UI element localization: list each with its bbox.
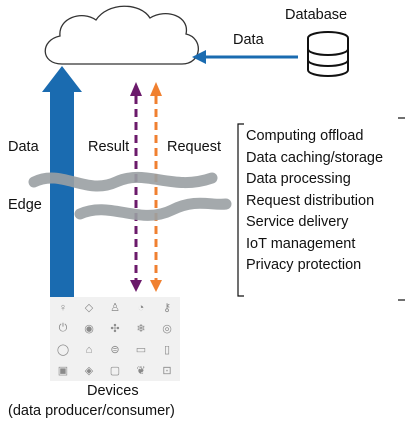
devices-sublabel: (data producer/consumer) xyxy=(8,403,175,419)
capability-item: IoT management xyxy=(246,235,356,252)
data-left-label: Data xyxy=(8,139,39,155)
cloud-shape xyxy=(44,5,199,65)
fridge-icon: ▣ xyxy=(57,365,69,377)
camera-icon: ⊡ xyxy=(162,365,172,377)
monitor-icon: ▭ xyxy=(135,344,147,356)
database-label: Database xyxy=(285,7,348,23)
home-icon: ⌂ xyxy=(85,343,93,356)
data-top-label: Data xyxy=(233,32,264,48)
data-arrow-shaft xyxy=(50,90,74,298)
capability-item: Computing offload xyxy=(246,128,364,144)
devices-grid: ♀ ◇ ♙ ◔ ⚷ ⏻ ◉ ✣ ❄ ◎ ◯ ⌂ ⊜ ▭ ▯ ▣ ◈ ▢ ❦ ⊡ xyxy=(50,297,180,381)
bulb-icon: ♀ xyxy=(58,301,68,314)
fan-icon: ✣ xyxy=(110,323,120,335)
washer-icon: ◉ xyxy=(84,323,94,335)
capability-item: Service delivery xyxy=(246,214,349,230)
capability-item: Request distribution xyxy=(246,192,375,209)
request-arrow-head-bottom xyxy=(150,280,162,292)
drop-icon: ◇ xyxy=(84,302,94,314)
speaker-icon: ◎ xyxy=(162,323,172,335)
edge-wave-bottom xyxy=(74,197,232,221)
devices-label: Devices xyxy=(87,383,139,399)
result-label: Result xyxy=(88,139,130,155)
edge-wave-top xyxy=(28,171,218,192)
lamp-icon: ◯ xyxy=(56,344,70,356)
result-arrow-head-bottom xyxy=(130,280,142,292)
capability-item: Data caching/storage xyxy=(246,149,384,166)
eye-icon: ◈ xyxy=(84,365,94,377)
capabilities-bracket xyxy=(237,123,244,297)
gauge-icon: ◔ xyxy=(137,301,145,314)
edge-label: Edge xyxy=(8,197,42,213)
request-arrow-head-top xyxy=(150,82,162,96)
tablet-icon: ▯ xyxy=(163,344,171,356)
request-label: Request xyxy=(167,139,222,155)
leaf-icon: ❦ xyxy=(136,365,146,377)
capability-item: Privacy protection xyxy=(246,257,362,273)
phone-icon: ▢ xyxy=(109,365,121,377)
car-icon: ⊜ xyxy=(110,344,120,356)
database-icon xyxy=(307,31,349,77)
key-icon: ⚷ xyxy=(162,302,172,314)
capability-item: Data processing xyxy=(246,171,351,187)
bell-icon: ♙ xyxy=(110,302,120,314)
result-arrow-head-top xyxy=(130,82,142,96)
capabilities-list: Computing offload Data caching/storage D… xyxy=(246,126,383,277)
data-arrow-head xyxy=(42,66,82,92)
snowflake-icon: ❄ xyxy=(136,323,146,335)
power-icon: ⏻ xyxy=(58,322,68,334)
data-arrow-db-head xyxy=(192,50,206,64)
